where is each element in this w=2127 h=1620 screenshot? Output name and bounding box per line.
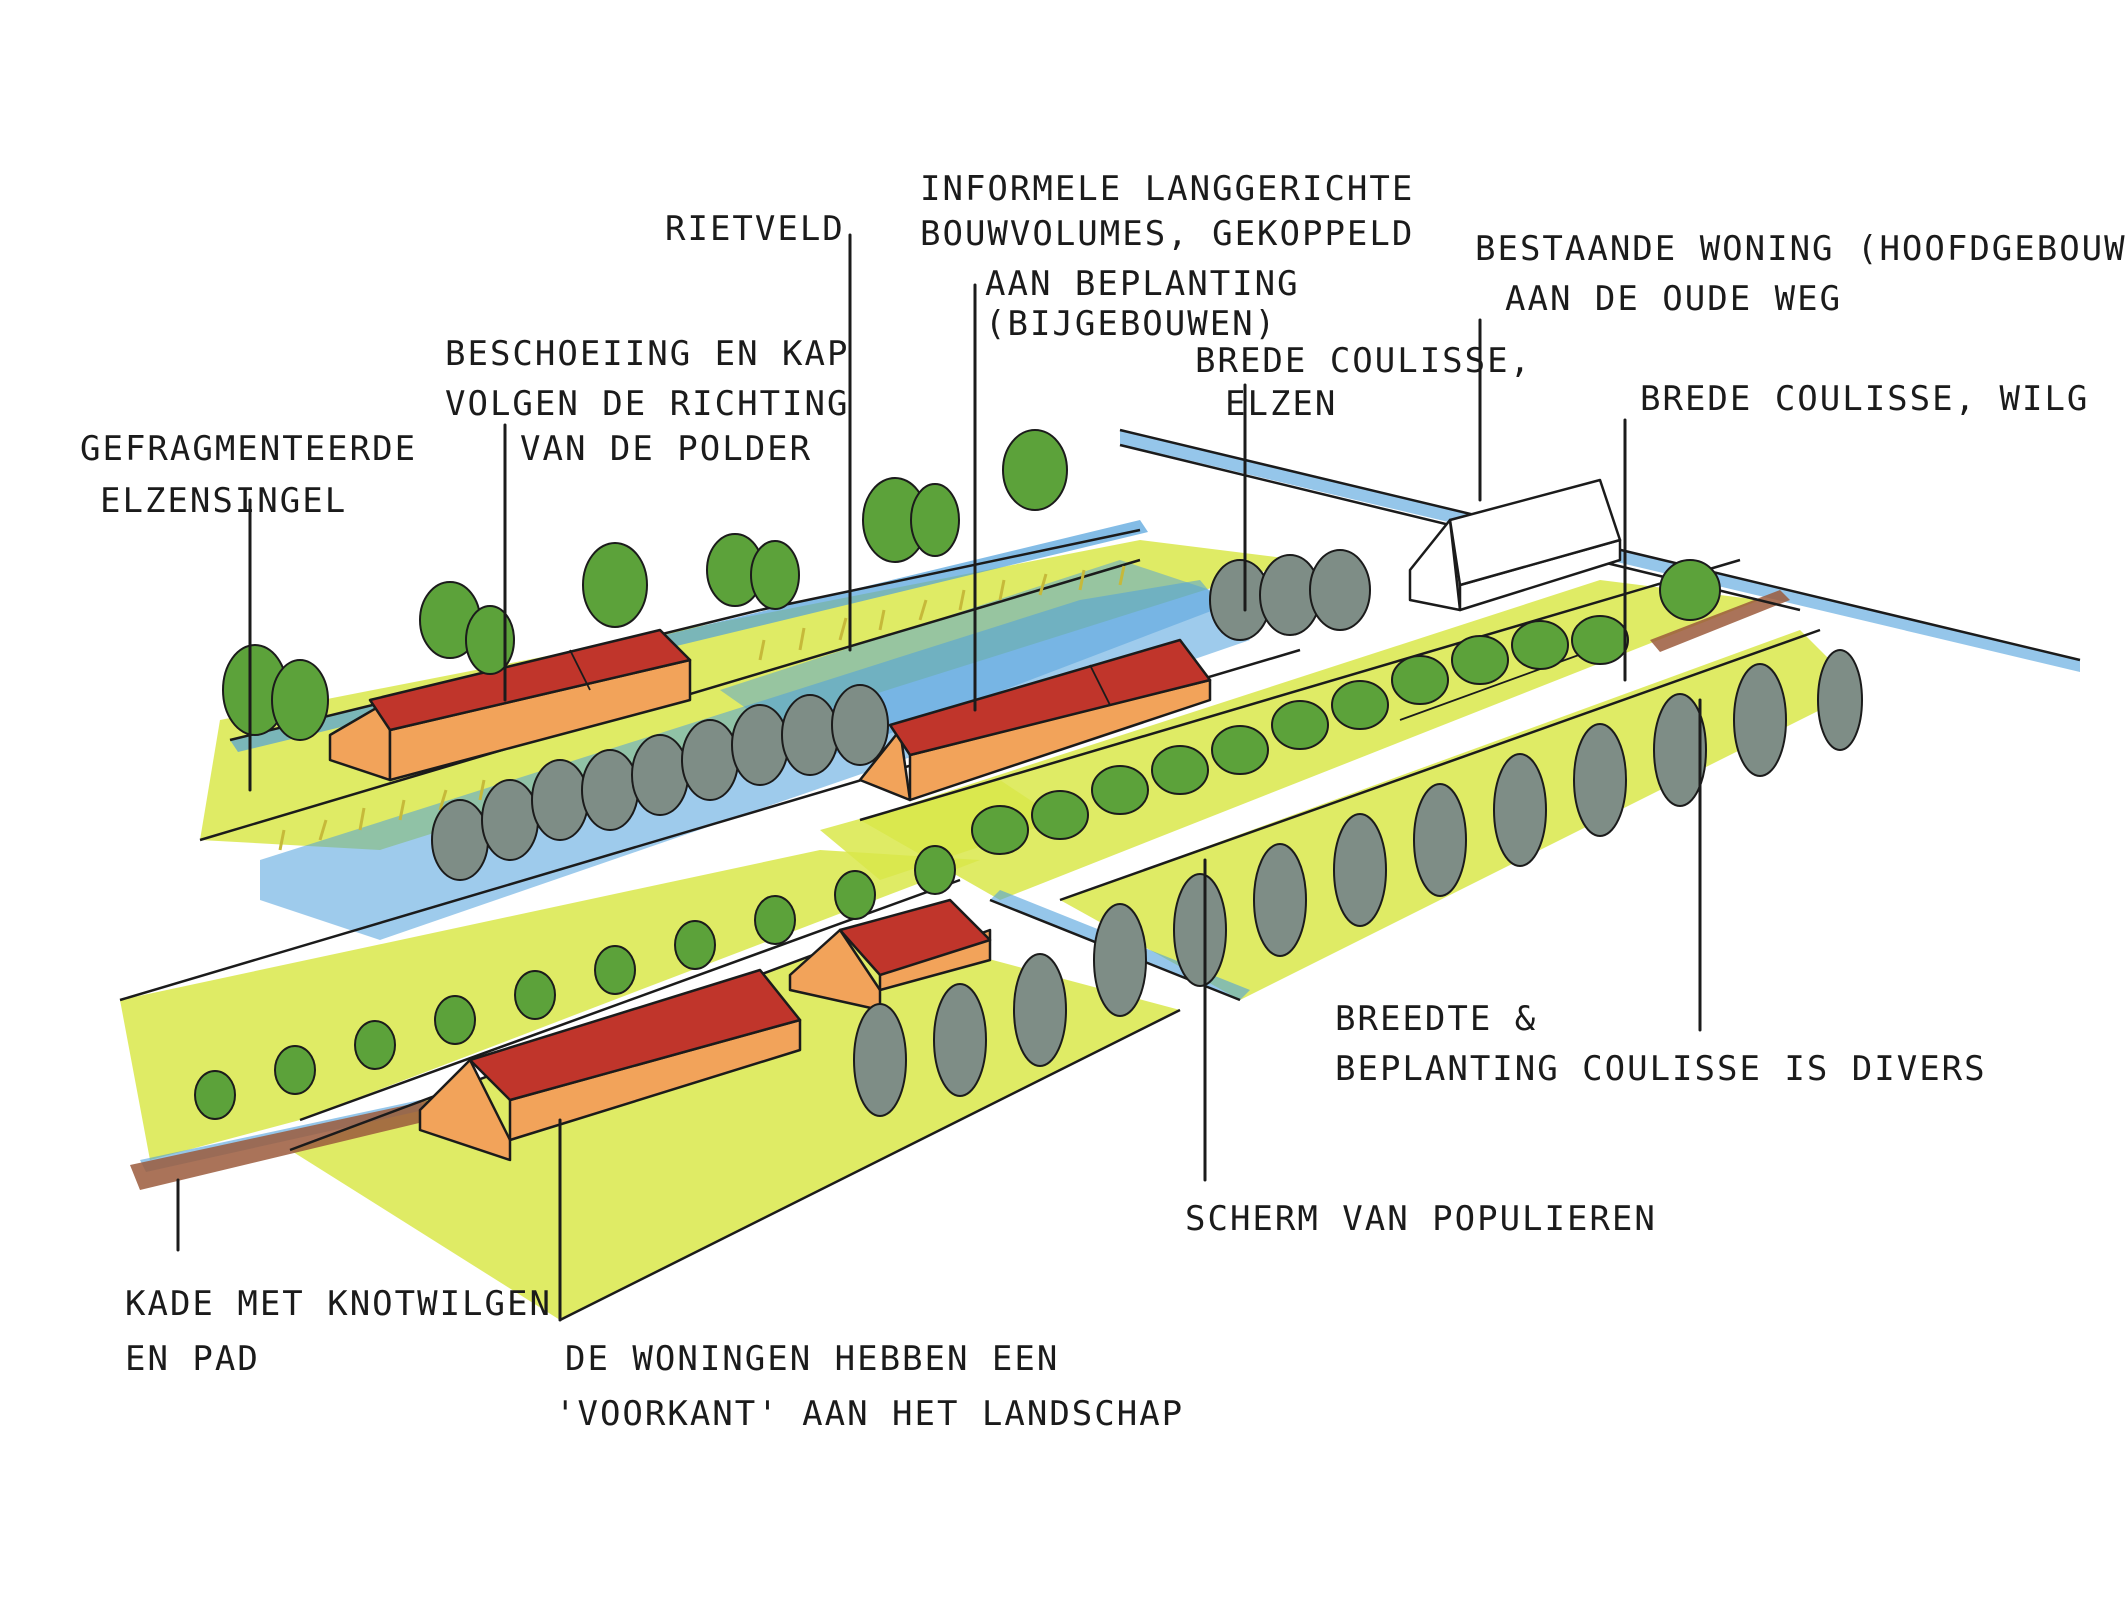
building-wall [788, 928, 882, 1012]
house-roof [1448, 478, 1622, 587]
tree-green [1571, 615, 1629, 665]
tree-grey [481, 779, 539, 861]
tree-grey [631, 734, 689, 816]
tree-grey [781, 694, 839, 776]
building-lower [418, 968, 802, 1162]
building-wall [418, 1058, 512, 1162]
tree-grey [731, 704, 789, 786]
tree-green [194, 1070, 236, 1120]
tree-green [434, 995, 476, 1045]
building-wall [858, 728, 912, 802]
tree-grey [581, 749, 639, 831]
tree-green [465, 605, 515, 675]
tree-grey [681, 719, 739, 801]
building-roof [838, 898, 992, 977]
tree-poplar [1413, 783, 1467, 897]
tree-green [1002, 429, 1068, 511]
label-bestaande: BESTAANDE WONING (HOOFDGEBOUW) AAN DE OU… [1475, 229, 2127, 319]
existing-house [1408, 478, 1622, 612]
building-center [858, 638, 1212, 802]
tree-poplar [1253, 843, 1307, 957]
trees [194, 429, 1863, 1120]
tree-poplar [1093, 903, 1147, 1017]
tree-poplar [1573, 723, 1627, 837]
building-roof [368, 628, 692, 732]
tree-poplar [853, 1003, 907, 1117]
tree-green [1331, 680, 1389, 730]
tree-green [1271, 700, 1329, 750]
tree-grey [531, 759, 589, 841]
tree-green [914, 845, 956, 895]
tree-poplar [1013, 953, 1067, 1067]
tree-green [910, 483, 960, 557]
tree-poplar [1173, 873, 1227, 987]
tree-green [354, 1020, 396, 1070]
tree-green [750, 540, 800, 610]
tree-poplar [1653, 693, 1707, 807]
tree-green [1211, 725, 1269, 775]
building-roof [468, 968, 802, 1102]
tree-green [274, 1045, 316, 1095]
building-small [788, 898, 992, 1012]
tree-poplar [1733, 663, 1787, 777]
building-roof [888, 638, 1212, 757]
tree-green [971, 805, 1029, 855]
tree-green [1451, 635, 1509, 685]
label-rietveld: RIETVELD [665, 209, 845, 249]
tree-poplar [1333, 813, 1387, 927]
tree-poplar [933, 983, 987, 1097]
tree-green [271, 659, 329, 741]
tree-green [754, 895, 796, 945]
tree-green [582, 542, 648, 628]
tree-green [594, 945, 636, 995]
label-breedte: BREEDTE & BEPLANTING COULISSE IS DIVERS [1335, 999, 1987, 1089]
label-informele: INFORMELE LANGGERICHTE BOUWVOLUMES, GEKO… [920, 169, 1437, 344]
label-beschoeiing: BESCHOEIING EN KAP VOLGEN DE RICHTING VA… [445, 334, 872, 469]
label-gefragmenteerde: GEFRAGMENTEERDE ELZENSINGEL [80, 429, 440, 521]
label-woningen: DE WONINGEN HEBBEN EEN 'VOORKANT' AAN HE… [555, 1339, 1184, 1434]
leader-lines [176, 233, 1702, 1322]
tree-green [1511, 620, 1569, 670]
label-brede-coulisse-wilg: BREDE COULISSE, WILG [1640, 379, 2089, 419]
tree-green [514, 970, 556, 1020]
tree-green [834, 870, 876, 920]
building-upper-left [328, 628, 692, 782]
reeds [278, 565, 1126, 851]
buildings [328, 478, 1622, 1162]
tree-poplar [1493, 753, 1547, 867]
tree-green [674, 920, 716, 970]
annotations: GEFRAGMENTEERDE ELZENSINGEL BESCHOEIING … [80, 169, 2127, 1434]
label-scherm: SCHERM VAN POPULIEREN [1185, 1199, 1657, 1239]
tree-grey [831, 684, 889, 766]
tree-green [1151, 745, 1209, 795]
tree-grey [431, 799, 489, 881]
tree-grey [1309, 549, 1371, 631]
tree-poplar [1817, 649, 1863, 751]
tree-green [1031, 790, 1089, 840]
tree-green [1391, 655, 1449, 705]
label-kade: KADE MET KNOTWILGEN EN PAD [125, 1284, 574, 1379]
tree-green [1659, 559, 1721, 621]
tree-green [1091, 765, 1149, 815]
label-brede-coulisse-elzen: BREDE COULISSE, ELZEN [1195, 341, 1555, 424]
path-right [1650, 590, 1790, 652]
